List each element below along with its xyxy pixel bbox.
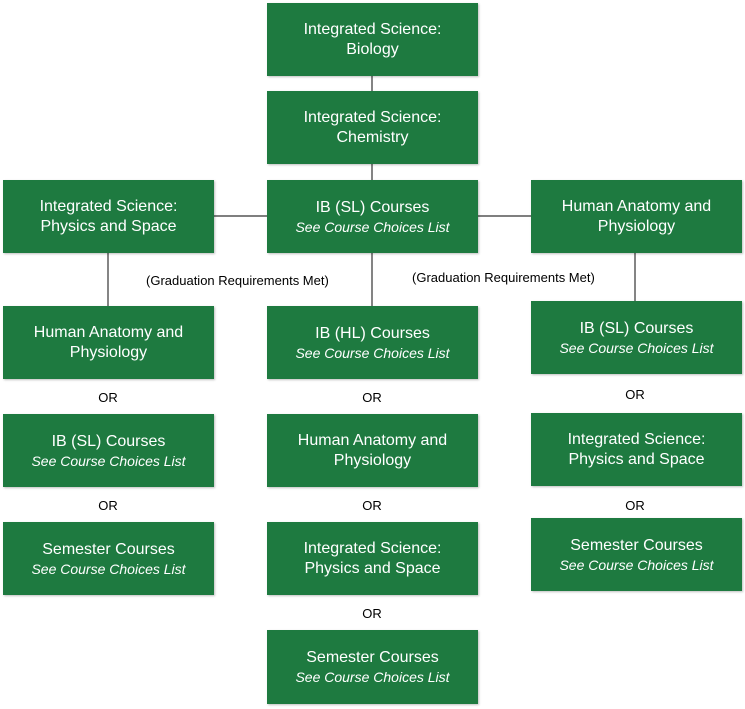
node-right-semester: Semester Courses See Course Choices List	[531, 518, 742, 591]
node-left-ib-sl: IB (SL) Courses See Course Choices List	[3, 414, 214, 487]
node-mid-ib-hl: IB (HL) Courses See Course Choices List	[267, 306, 478, 379]
node-title: Semester Courses	[42, 540, 175, 558]
node-subtitle: See Course Choices List	[295, 218, 450, 235]
node-mid-anatomy: Human Anatomy and Physiology	[267, 414, 478, 487]
or-label: OR	[625, 498, 645, 513]
node-title: Semester Courses	[306, 649, 439, 666]
node-title: Integrated Science: Chemistry	[303, 108, 442, 146]
node-subtitle: See Course Choices List	[295, 669, 450, 685]
node-title: IB (HL) Courses	[315, 324, 430, 342]
node-title: IB (SL) Courses	[51, 432, 166, 450]
node-mid-physics-space: Integrated Science: Physics and Space	[267, 522, 478, 595]
node-subtitle: See Course Choices List	[559, 339, 714, 356]
graduation-label-left: (Graduation Requirements Met)	[146, 273, 329, 288]
or-label: OR	[98, 498, 118, 513]
or-label: OR	[362, 606, 382, 621]
or-label: OR	[362, 498, 382, 513]
node-biology: Integrated Science: Biology	[267, 3, 478, 76]
node-title: Integrated Science: Physics and Space	[303, 539, 442, 577]
node-right-physics-space: Integrated Science: Physics and Space	[531, 413, 742, 486]
graduation-label-right: (Graduation Requirements Met)	[412, 270, 595, 285]
node-subtitle: See Course Choices List	[31, 560, 186, 577]
node-title: Human Anatomy and Physiology	[297, 431, 448, 469]
node-subtitle: See Course Choices List	[559, 556, 714, 573]
node-chemistry: Integrated Science: Chemistry	[267, 91, 478, 164]
node-title: IB (SL) Courses	[579, 319, 694, 337]
or-label: OR	[362, 390, 382, 405]
node-anatomy-top: Human Anatomy and Physiology	[531, 180, 742, 253]
node-title: Integrated Science: Biology	[303, 20, 442, 58]
node-right-ib-sl: IB (SL) Courses See Course Choices List	[531, 301, 742, 374]
node-physics-space-top: Integrated Science: Physics and Space	[3, 180, 214, 253]
node-title: Human Anatomy and Physiology	[33, 323, 184, 361]
node-mid-semester: Semester Courses See Course Choices List	[267, 630, 478, 704]
node-left-anatomy: Human Anatomy and Physiology	[3, 306, 214, 379]
node-left-semester: Semester Courses See Course Choices List	[3, 522, 214, 595]
node-title: Human Anatomy and Physiology	[561, 197, 712, 235]
node-title: Integrated Science: Physics and Space	[567, 430, 706, 468]
node-subtitle: See Course Choices List	[295, 344, 450, 361]
node-title: IB (SL) Courses	[315, 198, 430, 216]
node-ib-sl-center: IB (SL) Courses See Course Choices List	[267, 180, 478, 253]
node-title: Semester Courses	[570, 536, 703, 554]
node-subtitle: See Course Choices List	[31, 452, 186, 469]
node-title: Integrated Science: Physics and Space	[39, 197, 178, 235]
or-label: OR	[98, 390, 118, 405]
or-label: OR	[625, 387, 645, 402]
